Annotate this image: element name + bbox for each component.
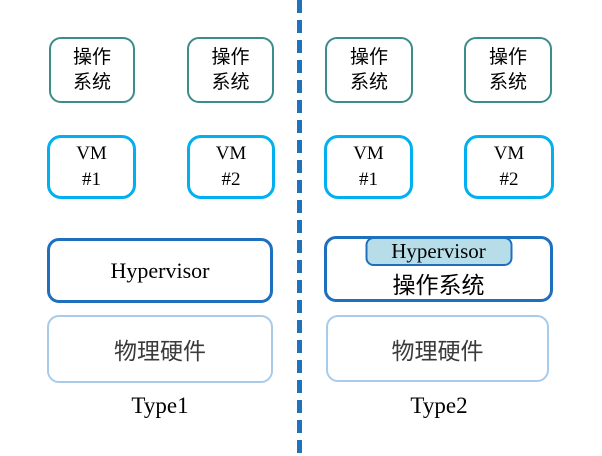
hypervisor-label: Hypervisor	[391, 239, 486, 263]
type2-vm2-box: VM #2	[464, 135, 554, 199]
vm-label-line1: VM	[215, 143, 247, 164]
type1-hypervisor-box: Hypervisor	[47, 238, 273, 303]
vm-label-line2: #2	[499, 169, 519, 190]
type2-host-os-box: Hypervisor 操作系统	[324, 236, 553, 302]
type2-hardware-box: 物理硬件	[326, 315, 549, 382]
vm-label-line2: #2	[221, 169, 241, 190]
divider-dashed-line	[297, 0, 302, 456]
guest-os-label-line1: 操作	[488, 47, 527, 68]
guest-os-label-line1: 操作	[349, 47, 388, 68]
hardware-label: 物理硬件	[391, 338, 484, 364]
vm-label-line1: VM	[353, 143, 384, 164]
type1-vm1-box: VM #1	[47, 135, 136, 199]
guest-os-label-line2: 系统	[211, 72, 250, 93]
hypervisor-label: Hypervisor	[110, 257, 210, 283]
vm-label-line2: #1	[359, 169, 378, 190]
type2-caption: Type2	[410, 393, 468, 418]
vm-label-line1: VM	[76, 143, 107, 164]
type1-caption: Type1	[131, 393, 189, 418]
type1-guest-os-box-1: 操作 系统	[49, 37, 135, 103]
type2-guest-os-box-2: 操作 系统	[464, 37, 552, 103]
guest-os-label-line2: 系统	[349, 72, 388, 93]
guest-os-label-line2: 系统	[488, 72, 527, 93]
guest-os-label-line1: 操作	[211, 47, 250, 68]
type2-vm1-box: VM #1	[324, 135, 413, 199]
guest-os-label-line2: 系统	[72, 72, 111, 93]
type1-vm2-box: VM #2	[187, 135, 275, 199]
type1-guest-os-box-2: 操作 系统	[187, 37, 274, 103]
type2-guest-os-box-1: 操作 系统	[325, 37, 413, 103]
type2-hypervisor-box: Hypervisor	[365, 237, 512, 266]
guest-os-label-line1: 操作	[72, 47, 111, 68]
vm-label-line2: #1	[82, 169, 101, 190]
type1-hardware-box: 物理硬件	[47, 315, 273, 383]
hardware-label: 物理硬件	[114, 339, 206, 364]
vm-label-line1: VM	[493, 143, 525, 164]
host-os-label: 操作系统	[392, 273, 485, 298]
